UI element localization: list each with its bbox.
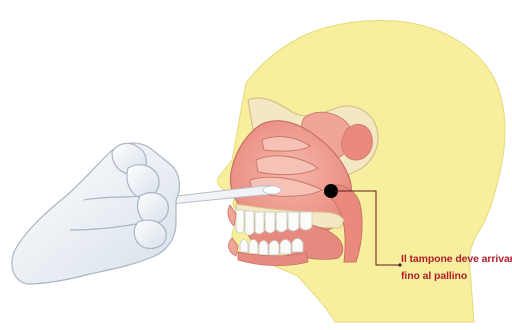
swab-tip: [263, 186, 281, 194]
gloved-hand-icon: [12, 143, 179, 284]
instruction-line-1: Il tampone deve arrivar: [401, 251, 512, 268]
swab-instruction-label: Il tampone deve arrivar fino al pallino: [401, 251, 512, 285]
instruction-line-2: fino al pallino: [401, 268, 512, 285]
sphenoid-sinus: [342, 124, 373, 160]
